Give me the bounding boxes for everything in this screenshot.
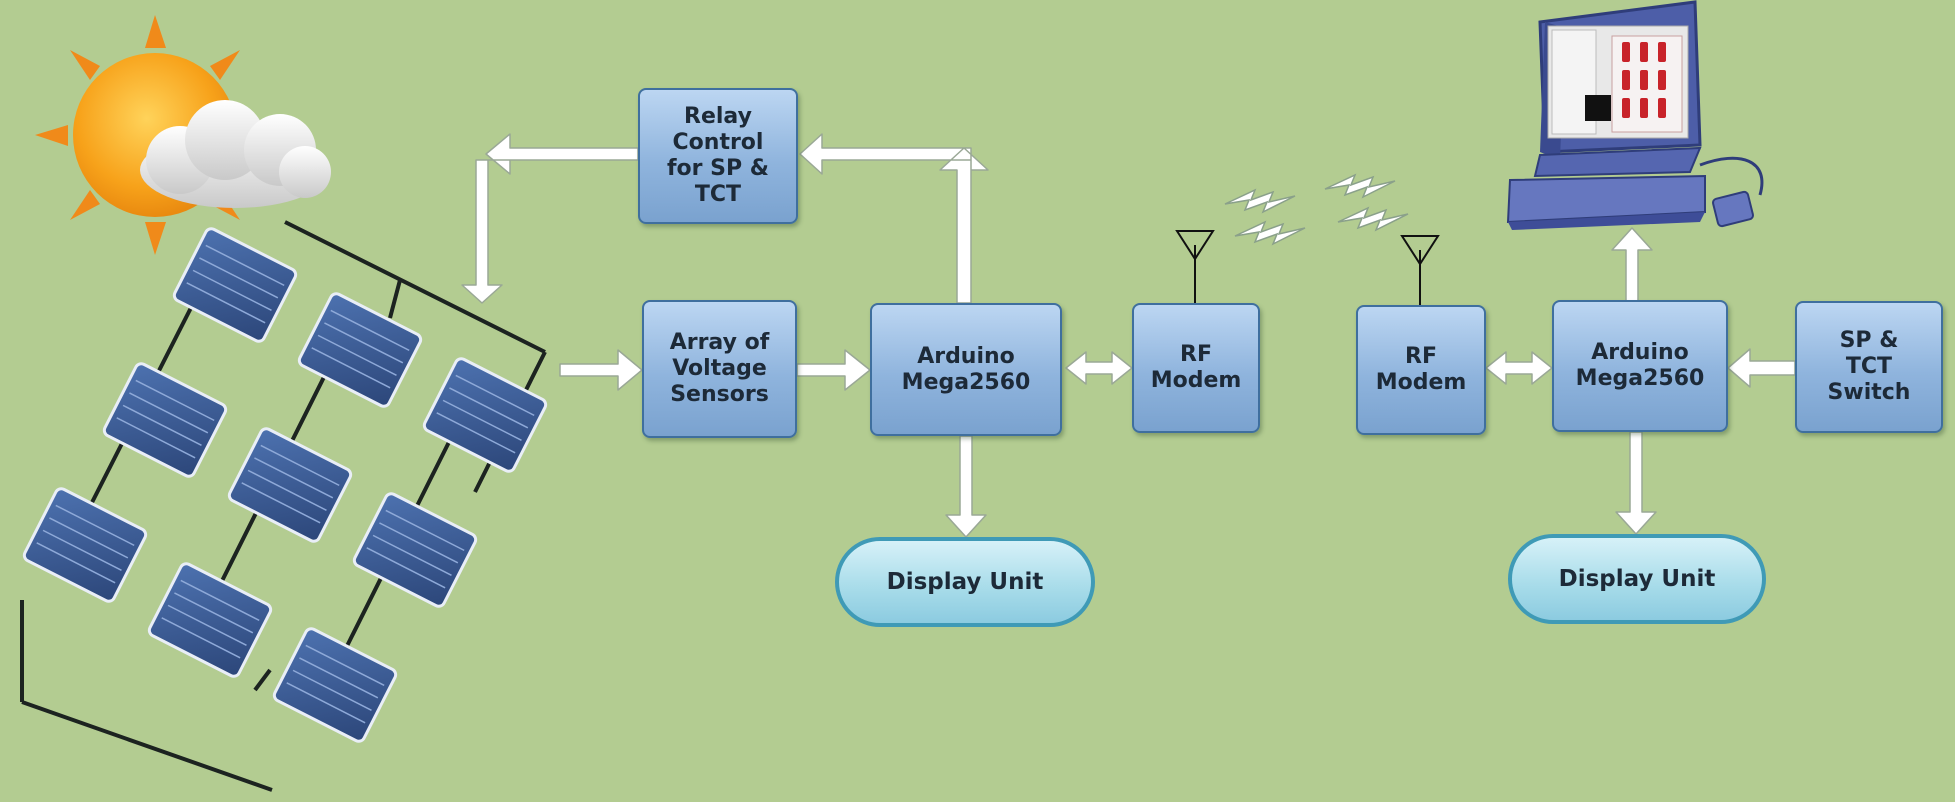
- rf-modem-transmitter-block: RF Modem: [1132, 303, 1260, 433]
- cloud-icon: [140, 100, 331, 208]
- arrow-arduino-rf-tx: [1065, 351, 1133, 385]
- computer-icon: [1506, 0, 1764, 230]
- arduino-receiver-block: Arduino Mega2560: [1552, 300, 1728, 432]
- antenna-icon: [1401, 235, 1439, 313]
- display-unit-right: Display Unit: [1508, 534, 1766, 624]
- arrow-arduino-to-display-left: [945, 435, 987, 538]
- voltage-sensors-block: Array of Voltage Sensors: [642, 300, 797, 438]
- arrow-rf-arduino-rx: [1485, 351, 1553, 385]
- relay-control-block: Relay Control for SP & TCT: [638, 88, 798, 224]
- sp-tct-switch-block: SP & TCT Switch: [1795, 301, 1943, 433]
- arrow-arduino-to-computer: [1611, 227, 1653, 303]
- arrow-sensors-to-arduino: [796, 349, 871, 391]
- rf-modem-receiver-block: RF Modem: [1356, 305, 1486, 435]
- wireless-signal-icon: [1224, 174, 1409, 245]
- arduino-transmitter-block: Arduino Mega2560: [870, 303, 1062, 436]
- arrow-arduino-to-display-right: [1615, 431, 1657, 535]
- arrow-switch-to-arduino: [1727, 348, 1796, 388]
- solar-array-icon: [20, 220, 550, 792]
- arrow-relay-to-panels: [461, 133, 639, 304]
- arrow-panels-to-sensors: [559, 349, 643, 391]
- antenna-icon: [1176, 230, 1214, 308]
- display-unit-left: Display Unit: [835, 537, 1095, 627]
- arrow-arduino-to-relay: [799, 133, 989, 304]
